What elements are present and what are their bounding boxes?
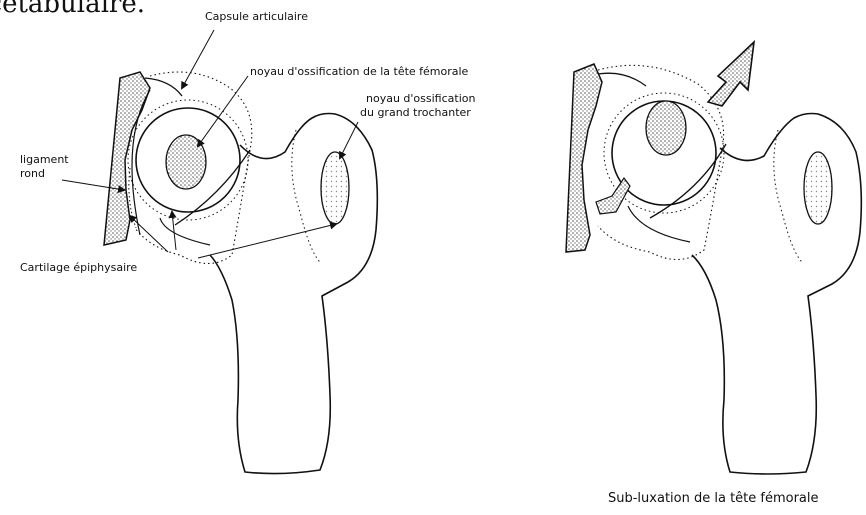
right-femur-outline [692,114,861,475]
label-head-nucleus: noyau d'ossification de la tête fémorale [250,66,468,79]
capsule-leader [182,30,214,88]
right-acetabulum [566,64,602,252]
displacement-arrow [708,42,754,106]
left-trochanter-nucleus [321,152,349,224]
label-ligament-2: rond [20,168,45,181]
cartilage-leader-1 [130,216,168,252]
cartilage-leader-2 [172,212,176,250]
label-trochanter-nucleus-2: du grand trochanter [360,107,471,120]
caption-right-panel: Sub-luxation de la tête fémorale [608,492,819,507]
right-femoral-head-nucleus [646,101,686,155]
label-ligament-1: ligament [20,154,69,167]
right-hip-panel [566,42,861,474]
right-trochanter-nucleus [804,152,832,224]
left-acetabular-rim [145,78,182,96]
cartilage-leader-3 [198,224,336,258]
label-capsule: Capsule articulaire [205,11,308,24]
label-cartilage: Cartilage épiphysaire [20,262,137,275]
trochanter-leader [340,122,358,158]
right-stretched-ligament [596,178,630,214]
label-trochanter-nucleus-1: noyau d'ossification [366,93,475,106]
left-hip-panel [62,30,377,474]
